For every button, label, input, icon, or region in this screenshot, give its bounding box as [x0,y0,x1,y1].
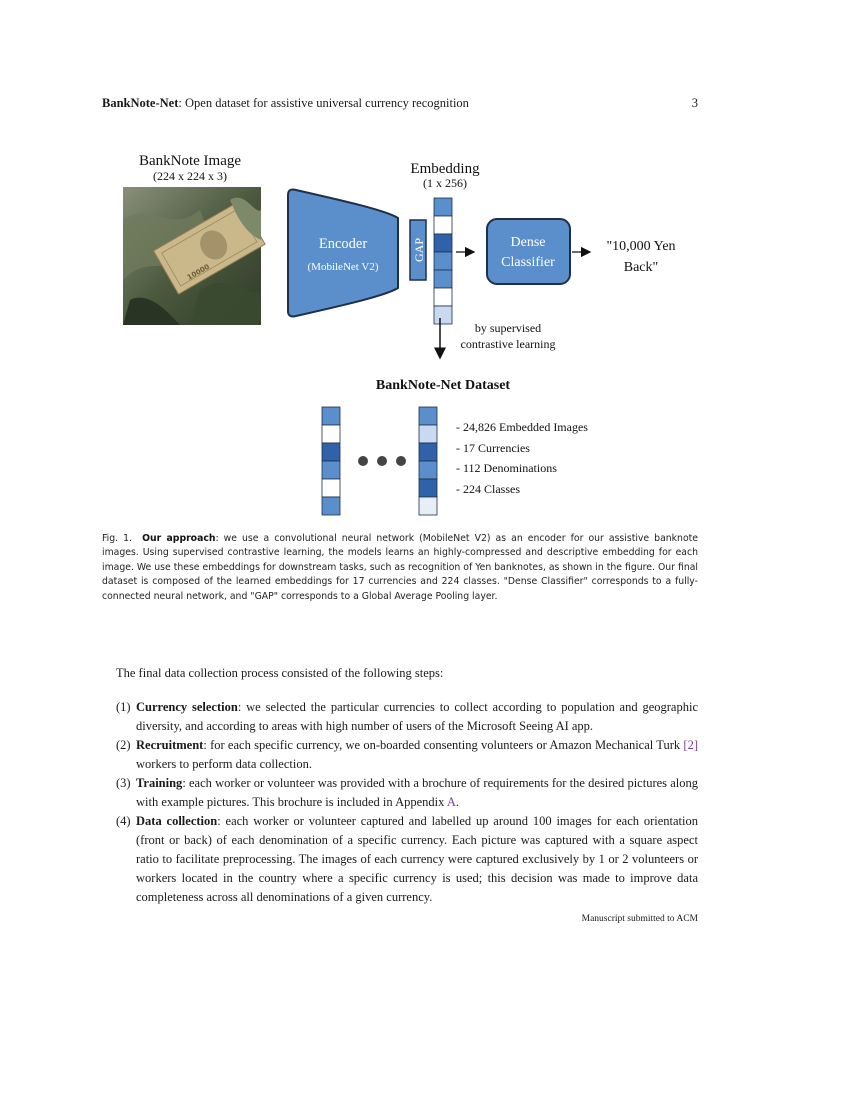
figure-caption: Fig. 1. Our approach: we use a convoluti… [102,532,698,604]
dataset-vector-right [418,406,438,516]
vector-cell [321,442,341,462]
classifier-line2: Classifier [501,255,555,270]
vector-cell [433,305,453,325]
intro-paragraph: The final data collection process consis… [116,666,444,680]
vector-cell [418,478,438,498]
vector-cell [433,287,453,307]
appendix-link[interactable]: A [446,795,456,809]
ellipsis-dot [377,456,387,466]
citation-link[interactable]: [2] [683,738,698,752]
caption-bold: Our approach [142,533,216,544]
image-dims: (224 x 224 x 3) [153,169,227,183]
dataset-stat: - 24,826 Embedded Images [456,420,588,434]
vector-cell [321,460,341,480]
list-item: (3) Training: each worker or volunteer w… [116,774,698,812]
step-text: : for each specific currency, we on-boar… [203,738,684,752]
output-line2: Back" [624,260,658,275]
caption-label: Fig. 1. [102,533,133,544]
ellipsis-dot [358,456,368,466]
header-title-bold: BankNote-Net [102,96,179,110]
banknote-photo: 10000 [123,187,266,325]
vector-cell [418,496,438,516]
vector-cell [433,215,453,235]
list-number: (1) [116,700,131,714]
list-item: (1) Currency selection: we selected the … [116,698,698,736]
embedding-vector [433,197,453,325]
dense-classifier-block [486,218,571,285]
step-title: Data collection [136,814,218,828]
vector-cell [321,424,341,444]
list-number: (4) [116,814,131,828]
step-title: Currency selection [136,700,238,714]
gap-label: GAP [412,238,426,262]
steps-list: (1) Currency selection: we selected the … [116,698,698,907]
encoder-label: Encoder [319,236,367,252]
dataset-vector-left [321,406,341,516]
vector-cell [321,496,341,516]
output-line1: "10,000 Yen [606,239,675,254]
vector-cell [433,197,453,217]
list-number: (3) [116,776,131,790]
list-item: (2) Recruitment: for each specific curre… [116,736,698,774]
step-title: Training [136,776,183,790]
step-text: workers to perform data collection. [136,757,312,771]
embedding-title: Embedding [410,161,480,177]
step-text: . [455,795,459,809]
vector-cell [433,269,453,289]
vector-cell [433,251,453,271]
ellipsis-dot [396,456,406,466]
gap-block [409,219,427,281]
running-header: BankNote-Net: Open dataset for assistive… [102,96,698,111]
page-number: 3 [691,96,698,110]
vector-cell [418,460,438,480]
vector-cell [321,406,341,426]
vector-cell [418,442,438,462]
step-text: : each worker or volunteer captured and … [136,814,699,904]
dataset-stat: - 112 Denominations [456,461,557,475]
step-title: Recruitment [136,738,204,752]
embedding-dims: (1 x 256) [423,176,467,190]
vector-cell [418,424,438,444]
approach-figure: BankNote Image (224 x 224 x 3) 10000 Enc… [123,153,676,516]
classifier-line1: Dense [511,235,546,250]
vector-cell [418,406,438,426]
encoder-sublabel: (MobileNet V2) [308,261,379,273]
vector-cell [433,233,453,253]
image-title: BankNote Image [139,153,241,169]
header-title: : Open dataset for assistive universal c… [178,96,469,110]
caption-text: : we use a convolutional neural network … [102,533,698,602]
dataset-stat: - 17 Currencies [456,441,530,455]
dataset-title: BankNote-Net Dataset [376,378,510,393]
page-footer: Manuscript submitted to ACM [581,914,698,924]
list-number: (2) [116,738,131,752]
arrow-label-line1: by supervised [475,321,541,335]
encoder-block [287,188,399,318]
list-item: (4) Data collection: each worker or volu… [116,812,698,907]
step-text: : we selected the particular currencies … [136,700,698,733]
dataset-stat: - 224 Classes [456,482,520,496]
step-text: : each worker or volunteer was provided … [136,776,698,809]
arrow-label-line2: contrastive learning [461,337,556,351]
vector-cell [321,478,341,498]
